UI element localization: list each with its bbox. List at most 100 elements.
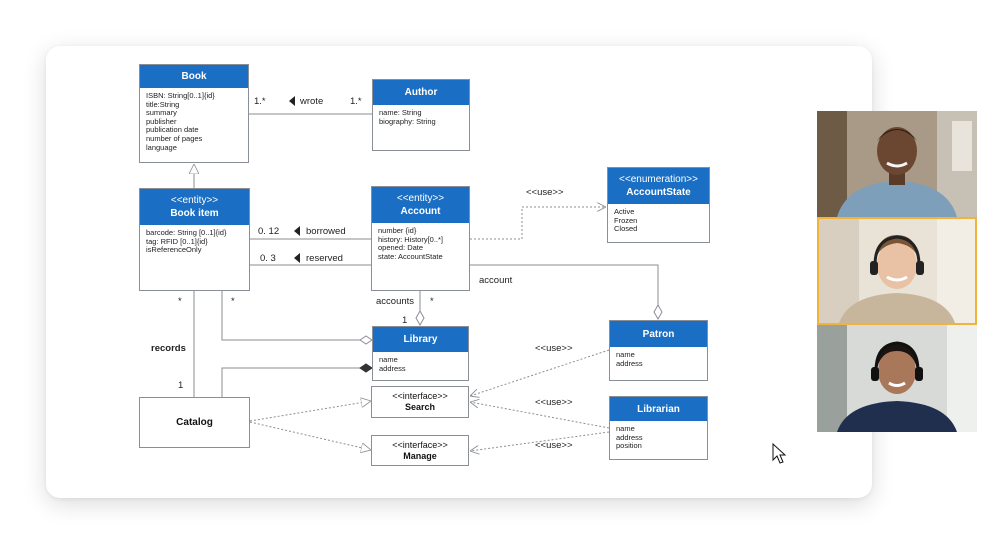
class-title: Book item — [170, 208, 219, 219]
class-attributes: barcode: String [0..1]{id} tag: RFID [0.… — [140, 225, 249, 259]
use-patron-label: <<use>> — [535, 343, 573, 354]
borrowed-label: borrowed — [306, 226, 346, 237]
class-header: <<enumeration>> AccountState — [608, 168, 709, 204]
catalog-composition-diamond — [359, 363, 373, 373]
attribute: state: AccountState — [378, 251, 443, 261]
reserved-direction-icon — [294, 253, 300, 263]
library-multiplicity: 1 — [402, 315, 408, 326]
class-title: AccountState — [626, 187, 691, 198]
use-accountstate-label: <<use>> — [526, 187, 564, 198]
video-tile-participant-3[interactable] — [817, 325, 977, 432]
class-book[interactable]: Book ISBN: String[0..1]{id} title:String… — [139, 64, 249, 163]
class-title: Account — [400, 206, 441, 217]
class-stereotype: <<enumeration>> — [619, 174, 698, 185]
accounts-multiplicity: * — [430, 296, 434, 307]
attribute: address — [379, 363, 406, 373]
catalog-library-composition — [221, 367, 362, 397]
use-accountstate — [470, 207, 606, 240]
bookitem-multiplicity-left: * — [178, 296, 182, 307]
catalog-manage-realization — [249, 421, 371, 450]
class-title: Librarian — [637, 403, 680, 415]
attribute: Frozen — [614, 215, 638, 225]
catalog-search-realization — [249, 401, 371, 422]
attribute: isReferenceOnly — [146, 245, 202, 255]
borrowed-direction-icon — [294, 226, 300, 236]
use-librarian-manage-label: <<use>> — [535, 440, 573, 451]
class-header: <<entity>> Account — [372, 187, 469, 223]
video-tile-participant-1[interactable] — [817, 111, 977, 217]
attribute: history: History[0..*] — [378, 234, 444, 244]
bookitem-aggregation-diamond — [359, 335, 373, 345]
attribute: Closed — [614, 224, 638, 234]
attribute: number {id} — [378, 226, 417, 235]
class-title: Manage — [403, 450, 437, 461]
class-header: Librarian — [610, 397, 707, 421]
class-stereotype: <<entity>> — [170, 195, 219, 206]
attribute: title:String — [146, 99, 180, 109]
participant-3-video — [817, 325, 977, 432]
class-author[interactable]: Author name: String biography: String — [372, 79, 470, 151]
reserved-multiplicity: 0. 3 — [260, 253, 276, 264]
class-header: Patron — [610, 321, 707, 347]
class-book-item[interactable]: <<entity>> Book item barcode: String [0.… — [139, 188, 250, 291]
borrowed-multiplicity: 0. 12 — [258, 226, 280, 237]
attribute: opened: Date — [378, 243, 424, 253]
attribute: language — [146, 142, 177, 152]
class-attributes: number {id} history: History[0..*] opene… — [372, 223, 469, 265]
reserved-label: reserved — [306, 253, 343, 264]
class-librarian[interactable]: Librarian name address position — [609, 396, 708, 460]
participant-2-video — [819, 219, 975, 323]
attribute: address — [616, 358, 643, 368]
class-title: Patron — [642, 328, 675, 340]
class-account-state[interactable]: <<enumeration>> AccountState Active Froz… — [607, 167, 710, 243]
class-header: Library — [373, 327, 468, 352]
class-title: Author — [404, 87, 438, 98]
class-patron[interactable]: Patron name address — [609, 320, 708, 381]
class-attributes: name address position — [610, 421, 707, 455]
class-title: Catalog — [176, 417, 213, 428]
interface-search[interactable]: <<interface>> Search — [371, 386, 469, 418]
patron-search-use — [470, 349, 610, 396]
records-label: records — [151, 343, 186, 354]
class-header: <<entity>> Book item — [140, 189, 249, 225]
attribute: Active — [614, 207, 635, 216]
class-header: Author — [373, 80, 469, 105]
bookitem-multiplicity-right: * — [231, 296, 235, 307]
mouse-cursor-icon — [772, 443, 787, 464]
attribute: name — [616, 424, 635, 433]
use-librarian-search-label: <<use>> — [535, 397, 573, 408]
attribute: number of pages — [146, 133, 203, 143]
author-multiplicity: 1.* — [350, 96, 362, 107]
class-attributes: ISBN: String[0..1]{id} title:String summ… — [140, 88, 248, 156]
class-title: Book — [181, 71, 207, 82]
account-aggregation-diamond — [415, 309, 425, 327]
attribute: summary — [146, 108, 177, 118]
attribute: publication date — [146, 125, 199, 135]
attribute: address — [616, 432, 643, 442]
account-role-label: account — [479, 275, 513, 286]
video-tile-participant-2[interactable] — [817, 217, 977, 325]
interface-manage[interactable]: <<interface>> Manage — [371, 435, 469, 466]
class-header: Book — [140, 65, 248, 88]
attribute: position — [616, 441, 642, 451]
wrote-direction-icon — [289, 96, 295, 106]
catalog-multiplicity: 1 — [178, 380, 184, 391]
class-library[interactable]: Library name address — [372, 326, 469, 381]
participant-1-video — [817, 111, 977, 217]
class-catalog[interactable]: Catalog — [139, 397, 250, 448]
class-title: Search — [404, 402, 436, 412]
attribute: biography: String — [379, 116, 436, 126]
attribute: name: String — [379, 108, 422, 117]
attribute: name — [616, 350, 635, 359]
attribute: name — [379, 355, 398, 364]
attribute: barcode: String [0..1]{id} — [146, 228, 227, 237]
class-attributes: Active Frozen Closed — [608, 204, 709, 238]
class-attributes: name: String biography: String — [373, 105, 469, 130]
class-stereotype: <<interface>> — [392, 391, 448, 401]
class-account[interactable]: <<entity>> Account number {id} history: … — [371, 186, 470, 291]
class-stereotype: <<entity>> — [396, 193, 445, 204]
wrote-label: wrote — [300, 96, 324, 107]
accounts-role-label: accounts — [376, 296, 415, 307]
bookitem-library-aggregation — [221, 291, 362, 341]
